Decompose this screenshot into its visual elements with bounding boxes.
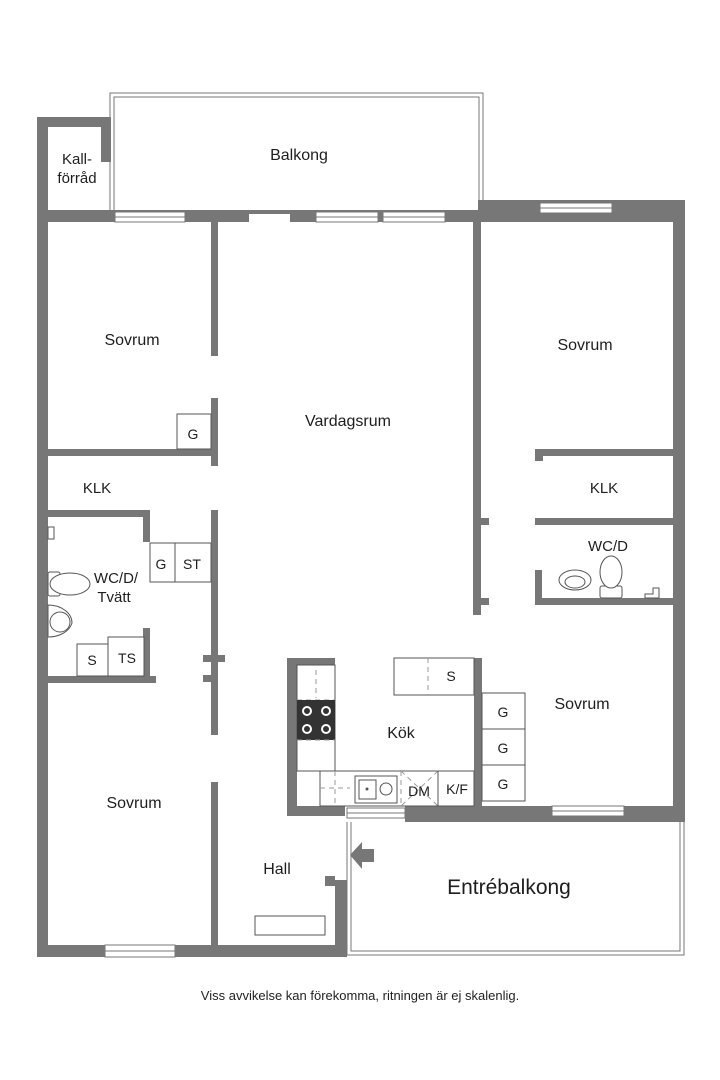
label-wc-left-1: WC/D/ bbox=[94, 570, 139, 587]
label-balkong: Balkong bbox=[270, 147, 328, 164]
label-kok: Kök bbox=[387, 725, 416, 742]
label-sovrum-sw: Sovrum bbox=[106, 795, 161, 812]
fixture-g-wc: G bbox=[156, 556, 167, 572]
label-sovrum-nw: Sovrum bbox=[104, 332, 159, 349]
fixture-g-se-2: G bbox=[498, 740, 509, 756]
fixture-ts: TS bbox=[118, 650, 136, 666]
label-sovrum-ne: Sovrum bbox=[557, 337, 612, 354]
fixture-s-kitchen: S bbox=[446, 668, 455, 684]
fixture-s-wc: S bbox=[87, 652, 96, 668]
label-kallforrad-1: Kall- bbox=[62, 151, 92, 168]
fixture-dm: DM bbox=[408, 783, 430, 799]
label-entrebalkong: Entrébalkong bbox=[447, 876, 571, 899]
fixture-st: ST bbox=[183, 556, 201, 572]
label-klk-right: KLK bbox=[590, 480, 618, 497]
label-vardagsrum: Vardagsrum bbox=[305, 413, 391, 430]
label-klk-left: KLK bbox=[83, 480, 111, 497]
windows bbox=[104, 202, 625, 958]
label-kallforrad-2: förråd bbox=[57, 170, 96, 187]
fixture-kf: K/F bbox=[446, 781, 468, 797]
entrance-arrow-icon bbox=[350, 842, 374, 869]
walls bbox=[37, 117, 685, 957]
label-wc-left-2: Tvätt bbox=[97, 589, 131, 606]
label-sovrum-se: Sovrum bbox=[554, 696, 609, 713]
fixture-g-se-3: G bbox=[498, 776, 509, 792]
fixture-g-nw: G bbox=[188, 426, 199, 442]
disclaimer-note: Viss avvikelse kan förekomma, ritningen … bbox=[200, 988, 520, 1003]
fixture-g-se-1: G bbox=[498, 704, 509, 720]
fixtures bbox=[47, 413, 660, 936]
label-hall: Hall bbox=[263, 861, 291, 878]
label-wc-right: WC/D bbox=[588, 538, 628, 555]
